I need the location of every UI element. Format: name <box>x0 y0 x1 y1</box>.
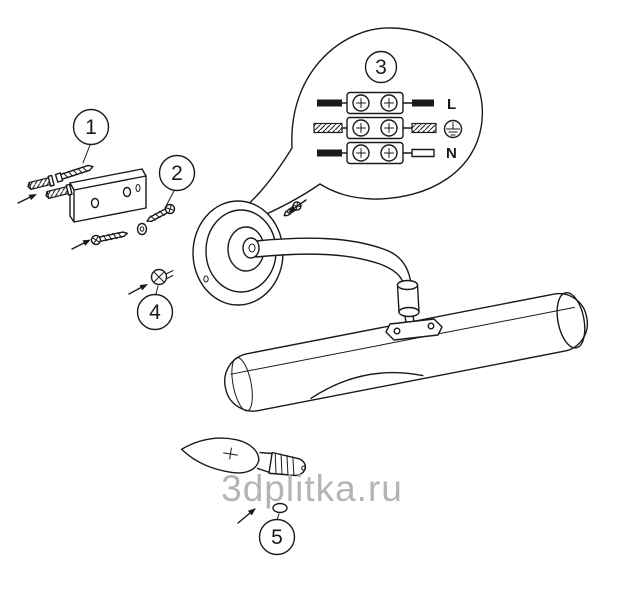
neutral-wire-left <box>317 149 342 157</box>
callout-4-number: 4 <box>149 301 161 324</box>
shade-end-cap-right <box>556 292 586 349</box>
joint-ring-bottom <box>398 306 420 318</box>
callout-3-number: 3 <box>375 56 387 79</box>
terminal-block: L N <box>313 91 463 165</box>
bracket-hole-left <box>90 197 100 209</box>
bracket-hole-right <box>122 186 132 198</box>
callout-4-circle <box>136 293 174 331</box>
canopy-fixing-screw <box>146 203 176 222</box>
canopy-hole <box>203 275 209 283</box>
wall-anchor-2 <box>45 183 73 200</box>
canopy-hub <box>242 237 260 259</box>
wiring-balloon: L N 3 <box>204 27 484 238</box>
earth-wire-left <box>313 122 343 134</box>
wall-anchor-1 <box>27 174 55 191</box>
bracket-slot <box>135 184 141 192</box>
callout-2: 2 <box>158 154 196 209</box>
shade-end-cap-left <box>231 357 253 412</box>
callout-2-circle <box>158 154 196 192</box>
shade-opening <box>310 371 424 400</box>
bulb-glass <box>180 437 260 474</box>
plate-screw-right <box>427 322 435 330</box>
socket-ring <box>272 502 288 514</box>
watermark: 3dplitka.ru <box>221 468 403 509</box>
callout-1-leader <box>82 144 91 164</box>
bracket-screw-1 <box>54 164 94 183</box>
bracket-screw-2 <box>90 231 129 246</box>
line-wire-right <box>412 99 434 107</box>
joint-ring-top <box>396 279 419 291</box>
callout-1-circle <box>72 108 110 146</box>
callout-4: 4 <box>136 285 174 331</box>
callout-4-leader <box>155 285 159 295</box>
bulb-neck <box>256 451 273 473</box>
canopy-hub-center <box>248 243 256 253</box>
callout-5-circle <box>258 518 296 556</box>
callout-1-number: 1 <box>85 116 97 139</box>
bracket-face <box>73 175 147 223</box>
arrow-bulb-icon <box>237 508 256 524</box>
terminal-screws <box>352 94 398 162</box>
callout-5-number: 5 <box>271 526 283 549</box>
candle-bulb <box>180 437 307 477</box>
callout-5: 5 <box>258 513 296 556</box>
callout-2-leader <box>164 190 175 209</box>
callout-1: 1 <box>72 108 110 164</box>
line-wire-left <box>317 99 342 107</box>
callout-3-circle <box>364 50 398 84</box>
callout-3: 3 <box>364 50 398 84</box>
lamp-shade <box>224 292 589 412</box>
neutral-label: N <box>446 145 457 162</box>
arrow-screw-icon <box>71 239 91 250</box>
line-label: L <box>447 96 456 113</box>
wall-canopy <box>192 200 284 306</box>
callout-2-number: 2 <box>171 162 183 185</box>
neutral-wire-right <box>411 148 435 158</box>
plate-screw-left <box>393 327 401 335</box>
lamp-arm <box>242 237 419 291</box>
shade-seam <box>230 306 576 375</box>
balloon-outline <box>204 27 484 238</box>
arrow-hub-icon <box>128 284 148 295</box>
direction-arrows <box>17 194 307 524</box>
washer <box>136 222 148 236</box>
bulb-threads <box>274 452 295 476</box>
mounting-bracket <box>69 168 147 223</box>
hub-screw <box>150 268 174 286</box>
earth-ground-icon <box>443 119 463 139</box>
arrow-canopy-icon <box>288 199 307 213</box>
bulb-contact <box>301 465 307 471</box>
earth-wire-right <box>411 122 437 134</box>
arrow-anchor-icon <box>17 194 37 204</box>
bulb-filament <box>223 447 238 460</box>
arm-joint <box>385 284 443 341</box>
